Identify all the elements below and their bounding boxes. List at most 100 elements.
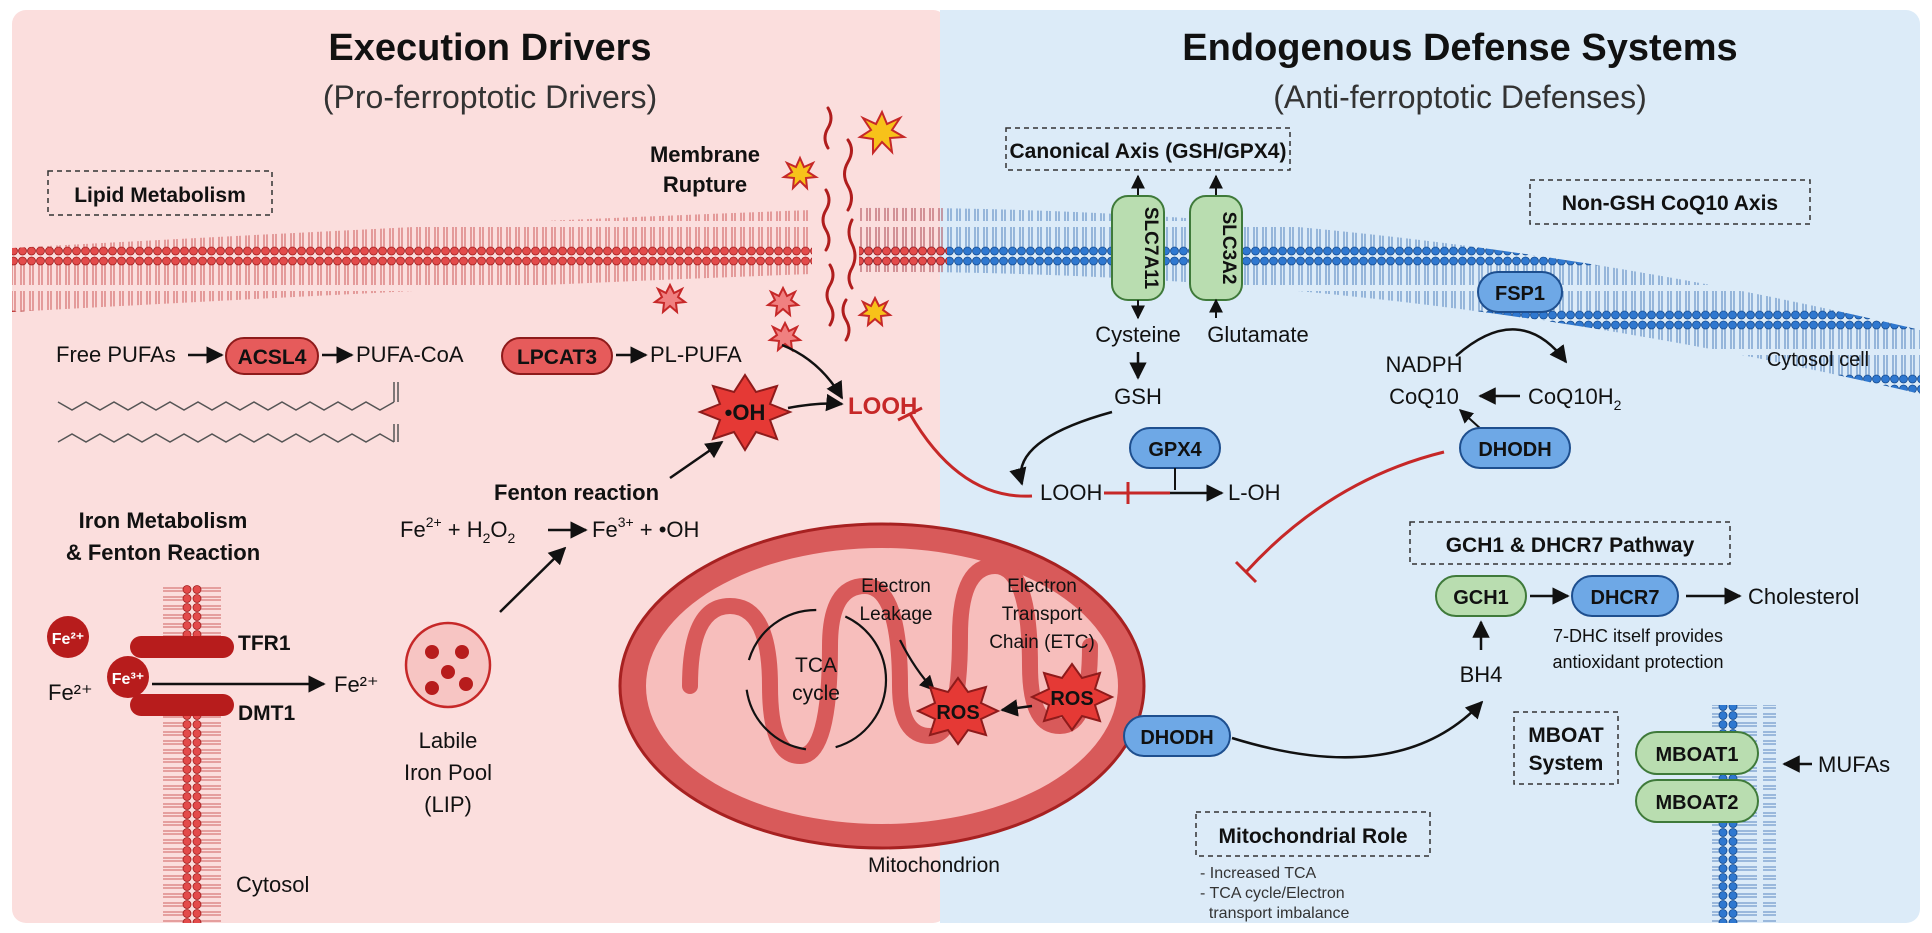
mboat1-label: MBOAT1: [1656, 744, 1739, 766]
coq10-label: CoQ10: [1389, 384, 1459, 409]
coq10-axis-label: Non-GSH CoQ10 Axis: [1562, 192, 1778, 215]
lpcat3-pill: [501, 337, 613, 375]
gsh-label: GSH: [1114, 384, 1162, 409]
membrane-rupture-line1: Membrane: [650, 142, 760, 167]
fe3-ball-label: Fe³⁺: [112, 671, 144, 688]
electron-leakage-line2: Leakage: [860, 604, 933, 625]
right-title: Endogenous Defense Systems: [1182, 27, 1737, 69]
slc7a11-label: SLC7A11: [1140, 207, 1161, 290]
tfr1-label: TFR1: [238, 632, 291, 655]
canonical-axis-label: Canonical Axis (GSH/GPX4): [1010, 140, 1287, 163]
fsp1-label: FSP1: [1495, 283, 1545, 305]
dhc-note-line1: 7-DHC itself provides: [1553, 626, 1723, 646]
fenton-reaction-label: Fenton reaction: [494, 480, 659, 505]
mito-dhodh-label: DHODH: [1140, 727, 1213, 749]
dhodh-right-label: DHODH: [1478, 439, 1551, 461]
mito-role-label: Mitochondrial Role: [1219, 825, 1408, 848]
fe2-ball: [47, 616, 89, 658]
gch1-pathway-box: [1409, 521, 1731, 565]
gpx4-label: GPX4: [1148, 439, 1202, 461]
mboat2-label: MBOAT2: [1656, 792, 1739, 814]
ros-burst-left: [915, 676, 1001, 746]
fatty-acid-structures: [57, 382, 399, 443]
fe2-right-label: Fe²⁺: [334, 672, 379, 697]
fsp1-pill: [1477, 271, 1563, 313]
mboat1-pill: [1635, 731, 1759, 775]
gch1-label: GCH1: [1453, 587, 1509, 609]
fe2-left-label: Fe²⁺: [48, 680, 93, 705]
nadph-label: NADPH: [1385, 352, 1462, 377]
dhcr7-label: DHCR7: [1591, 587, 1660, 609]
etc-line3: Chain (ETC): [989, 632, 1095, 653]
dhodh-pill-right: [1459, 427, 1571, 469]
pl-pufa-label: PL-PUFA: [650, 342, 742, 367]
ros-burst-right: [1029, 662, 1115, 732]
left-title: Execution Drivers: [328, 27, 651, 69]
electron-leakage-line1: Electron: [861, 576, 931, 597]
mboat2-pill: [1635, 779, 1759, 823]
free-pufas-label: Free PUFAs: [56, 342, 176, 367]
rupture-fragments: [821, 106, 857, 342]
inhibition-looh-left: [908, 413, 1033, 498]
bh4-label: BH4: [1460, 662, 1503, 687]
gch1-pathway-label: GCH1 & DHCR7 Pathway: [1446, 534, 1695, 557]
tca-line1: TCA: [795, 654, 837, 677]
lip-line1: Labile: [419, 728, 478, 753]
fenton-equation: Fe2+ + H2O2: [400, 514, 516, 546]
mboat-system-line2: System: [1529, 752, 1604, 775]
iron-title-line2: & Fenton Reaction: [66, 540, 260, 565]
lpcat3-label: LPCAT3: [517, 346, 597, 369]
dhc-note-line2: antioxidant protection: [1552, 652, 1723, 672]
membrane-rupture-line2: Rupture: [663, 172, 747, 197]
fe2-ball-label: Fe²⁺: [52, 631, 84, 648]
etc-line2: Transport: [1002, 604, 1083, 625]
coq10h2-label: CoQ10H2: [1528, 384, 1622, 413]
mufas-label: MUFAs: [1818, 752, 1890, 777]
lip-line3: (LIP): [424, 792, 472, 817]
cell-membrane-vertical-left: [158, 585, 222, 923]
oh-radical-burst: [697, 373, 793, 452]
mito-dhodh-pill: [1123, 715, 1231, 757]
cholesterol-label: Cholesterol: [1748, 584, 1859, 609]
dhcr7-pill: [1571, 575, 1679, 617]
right-subtitle: (Anti-ferroptotic Defenses): [1273, 79, 1646, 115]
mitochondrion: [618, 522, 1146, 850]
cytosol-cell-label: Cytosol cell: [1767, 349, 1869, 371]
slc3a2-label: SLC3A2: [1218, 212, 1239, 285]
cysteine-label: Cysteine: [1095, 322, 1181, 347]
oh-radical-label: •OH: [725, 400, 766, 425]
ros-left-label: ROS: [936, 702, 979, 724]
looh-right-label: LOOH: [1040, 480, 1102, 505]
cytosol-label: Cytosol: [236, 872, 309, 897]
acsl4-label: ACSL4: [238, 346, 307, 369]
mboat-system-line1: MBOAT: [1528, 724, 1604, 747]
inhibition-dhodh-mito: [1244, 450, 1445, 574]
mito-role-box: [1195, 811, 1431, 857]
coq10-axis-box: [1529, 179, 1811, 225]
iron-title-line1: Iron Metabolism: [79, 508, 248, 533]
tca-cycle-arrows: [744, 608, 888, 752]
lipid-metabolism-label: Lipid Metabolism: [74, 184, 246, 207]
glutamate-label: Glutamate: [1207, 322, 1309, 347]
acsl4-pill: [225, 337, 319, 375]
etc-line1: Electron: [1007, 576, 1077, 597]
mito-role-item3: transport imbalance: [1200, 905, 1350, 922]
canonical-axis-box: [1005, 127, 1291, 171]
left-subtitle: (Pro-ferroptotic Drivers): [323, 79, 657, 115]
l-oh-label: L-OH: [1228, 480, 1281, 505]
pufa-coa-label: PUFA-CoA: [356, 342, 464, 367]
ros-right-label: ROS: [1050, 688, 1093, 710]
fe3-ball: [107, 656, 149, 698]
mito-role-item2: - TCA cycle/Electron: [1200, 885, 1345, 902]
lip-line2: Iron Pool: [404, 760, 492, 785]
mito-role-item1: - Increased TCA: [1200, 865, 1317, 882]
tca-line2: cycle: [792, 682, 840, 705]
lipid-metabolism-box: [47, 170, 273, 216]
mboat-system-box: [1513, 711, 1619, 785]
mitochondrion-label: Mitochondrion: [868, 854, 1000, 877]
gch1-pill: [1435, 575, 1527, 617]
rupture-stars: [652, 109, 908, 353]
dmt1-label: DMT1: [238, 702, 295, 725]
